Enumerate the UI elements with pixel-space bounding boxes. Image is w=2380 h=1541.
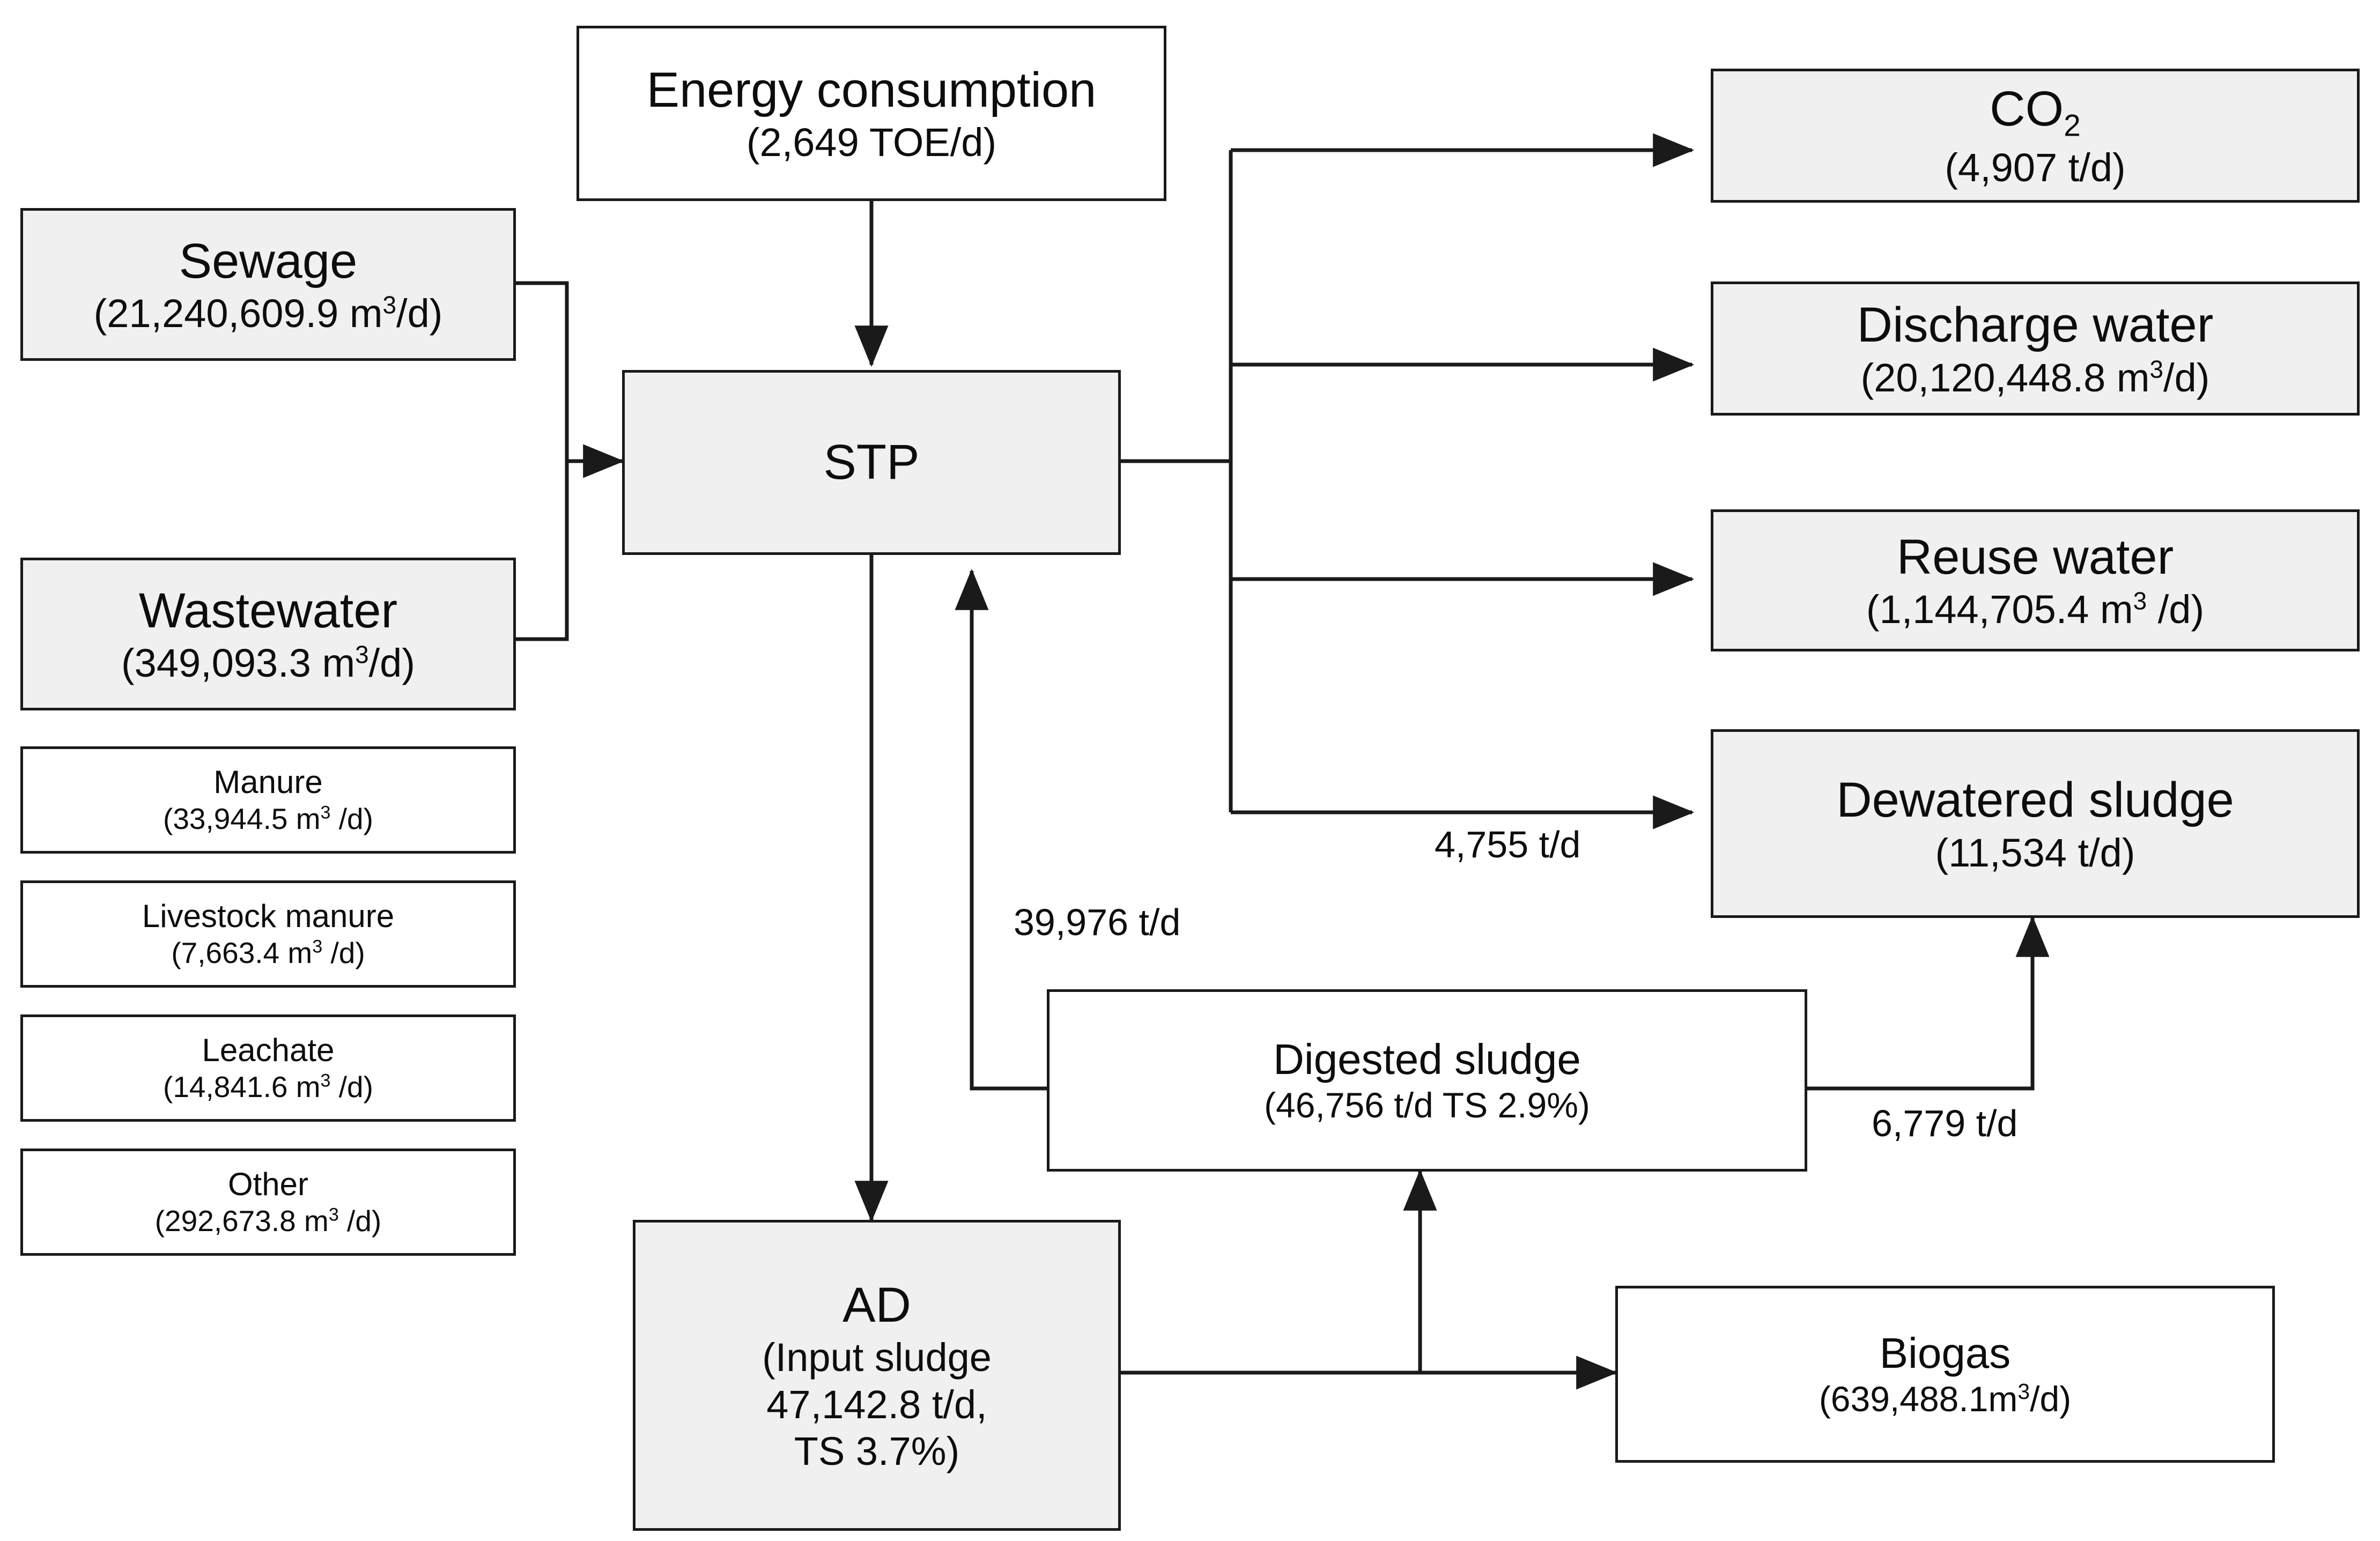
node-co2-value: (4,907 t/d) xyxy=(1945,145,2126,190)
node-wastewater[interactable]: Wastewater (349,093.3 m3/d) xyxy=(20,558,516,710)
edge-label-digested-to-dewatered: 6,779 t/d xyxy=(1872,1102,2018,1144)
node-co2[interactable]: CO2 (4,907 t/d) xyxy=(1711,69,2360,203)
node-energy-consumption[interactable]: Energy consumption (2,649 TOE/d) xyxy=(576,26,1166,201)
node-discharge-water-title: Discharge water xyxy=(1857,298,2214,353)
node-biogas[interactable]: Biogas (639,488.1m3/d) xyxy=(1615,1286,2275,1463)
edge-digested-to-dewatered xyxy=(1805,915,2050,1091)
node-energy-consumption-title: Energy consumption xyxy=(646,62,1097,117)
node-energy-consumption-value: (2,649 TOE/d) xyxy=(746,120,997,165)
node-leachate-title: Leachate xyxy=(202,1032,335,1069)
node-ad-line1: (Input sludge xyxy=(762,1335,992,1380)
node-biogas-title: Biogas xyxy=(1879,1329,2011,1377)
node-wastewater-value: (349,093.3 m3/d) xyxy=(121,640,415,686)
node-sewage-value: (21,240,609.9 m3/d) xyxy=(93,291,443,336)
node-ad-title: AD xyxy=(842,1277,911,1332)
node-other-value: (292,673.8 m3 /d) xyxy=(154,1204,382,1238)
edge-label-stp-to-dewatered: 4,755 t/d xyxy=(1435,824,1581,865)
node-reuse-water[interactable]: Reuse water (1,144,705.4 m3 /d) xyxy=(1711,509,2360,651)
edge-sewage-merge xyxy=(516,281,569,461)
node-manure-value: (33,944.5 m3 /d) xyxy=(163,802,373,835)
node-other[interactable]: Other (292,673.8 m3 /d) xyxy=(20,1149,516,1256)
node-biogas-value: (639,488.1m3/d) xyxy=(1819,1379,2072,1419)
node-stp[interactable]: STP xyxy=(622,370,1121,555)
node-co2-title: CO2 xyxy=(1990,82,2081,143)
node-ad[interactable]: AD (Input sludge 47,142.8 t/d, TS 3.7%) xyxy=(633,1220,1121,1531)
node-wastewater-title: Wastewater xyxy=(138,583,398,638)
node-dewatered-sludge-value: (11,534 t/d) xyxy=(1935,830,2135,875)
node-discharge-water[interactable]: Discharge water (20,120,448.8 m3/d) xyxy=(1711,281,2360,416)
edge-digested-to-stp xyxy=(955,568,1047,1091)
node-manure-title: Manure xyxy=(213,764,323,801)
node-digested-sludge[interactable]: Digested sludge (46,756 t/d TS 2.9%) xyxy=(1047,989,1807,1172)
node-stp-title: STP xyxy=(823,435,920,490)
node-other-title: Other xyxy=(227,1166,309,1203)
node-discharge-water-value: (20,120,448.8 m3/d) xyxy=(1860,354,2210,400)
node-leachate[interactable]: Leachate (14,841.6 m3 /d) xyxy=(20,1014,516,1122)
node-leachate-value: (14,841.6 m3 /d) xyxy=(163,1070,373,1103)
node-livestock-manure-title: Livestock manure xyxy=(142,898,395,935)
node-reuse-water-title: Reuse water xyxy=(1896,529,2174,584)
node-digested-sludge-value: (46,756 t/d TS 2.9%) xyxy=(1264,1085,1590,1125)
node-sewage[interactable]: Sewage (21,240,609.9 m3/d) xyxy=(20,208,516,361)
node-livestock-manure-value: (7,663.4 m3 /d) xyxy=(171,936,365,969)
node-livestock-manure[interactable]: Livestock manure (7,663.4 m3 /d) xyxy=(20,880,516,988)
node-ad-line3: TS 3.7%) xyxy=(794,1428,960,1473)
node-sewage-title: Sewage xyxy=(179,233,358,288)
node-ad-line2: 47,142.8 t/d, xyxy=(766,1382,987,1427)
node-dewatered-sludge[interactable]: Dewatered sludge (11,534 t/d) xyxy=(1711,729,2360,918)
node-reuse-water-value: (1,144,705.4 m3 /d) xyxy=(1866,587,2205,632)
node-digested-sludge-title: Digested sludge xyxy=(1273,1035,1581,1083)
edge-label-digested-to-stp: 39,976 t/d xyxy=(1014,901,1181,943)
node-dewatered-sludge-title: Dewatered sludge xyxy=(1836,773,2234,828)
node-manure[interactable]: Manure (33,944.5 m3 /d) xyxy=(20,746,516,854)
edge-wastewater-merge xyxy=(516,461,569,641)
